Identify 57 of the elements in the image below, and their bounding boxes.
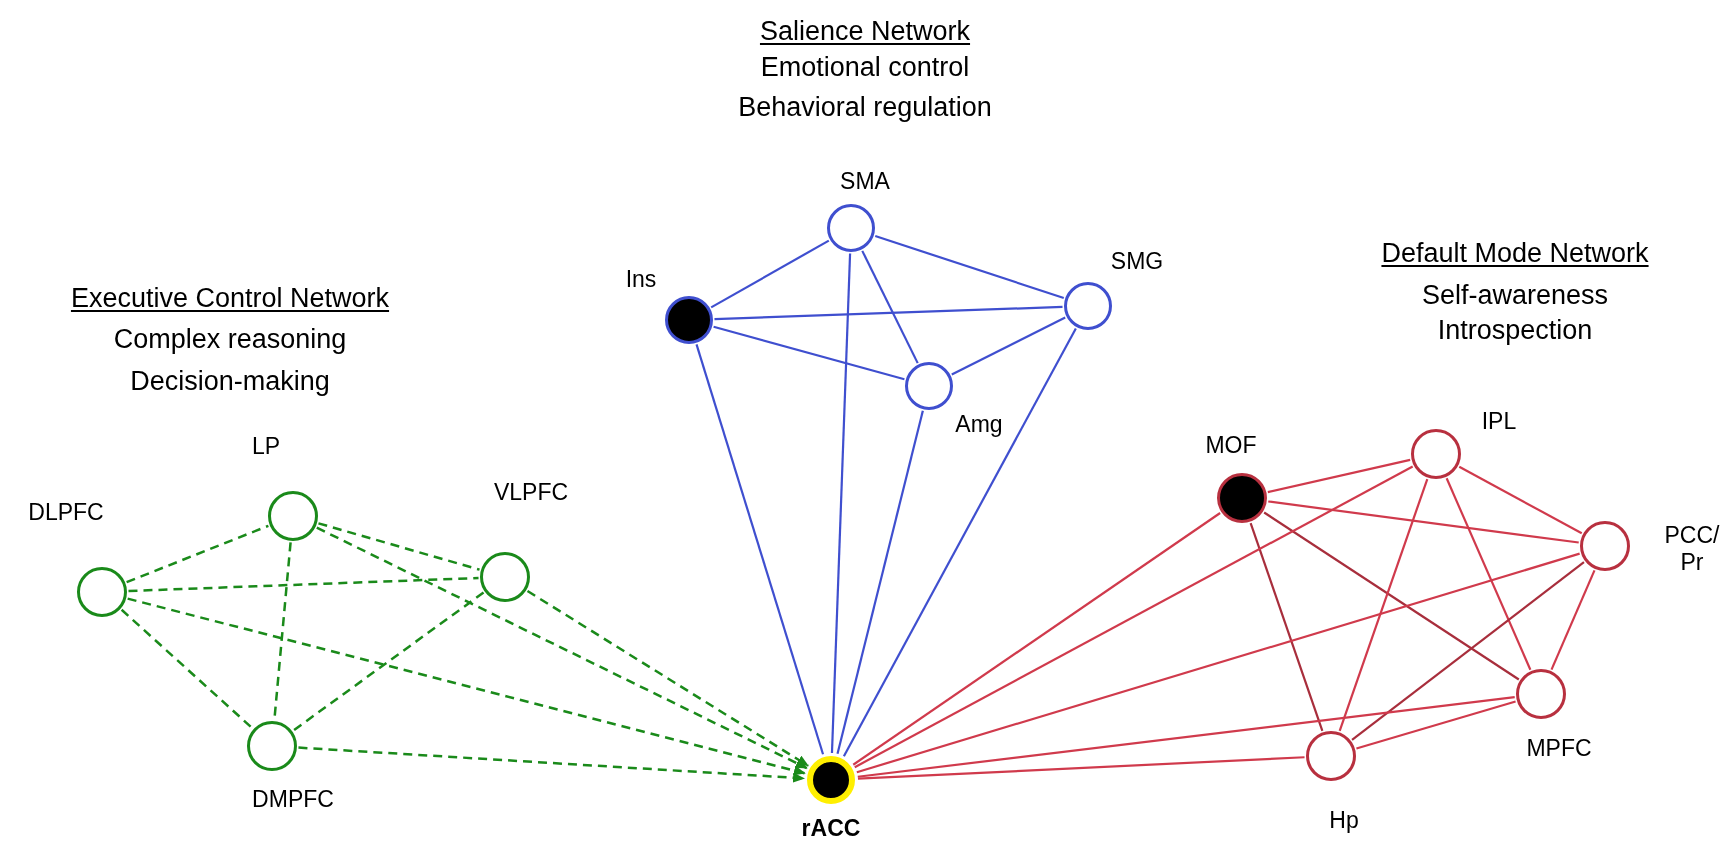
network-function: Decision-making bbox=[130, 365, 330, 397]
connector-line bbox=[856, 552, 1580, 774]
connector-line bbox=[713, 325, 905, 381]
connector-line bbox=[1249, 522, 1324, 732]
arrow bbox=[316, 526, 808, 770]
connector-line bbox=[1263, 511, 1520, 681]
node-label: DMPFC bbox=[251, 785, 335, 813]
connector-line bbox=[126, 524, 269, 584]
connector-line bbox=[714, 305, 1063, 321]
connector-line bbox=[857, 696, 1515, 778]
arrow bbox=[526, 589, 809, 767]
network-function: Introspection bbox=[1437, 314, 1593, 346]
connector-line bbox=[951, 316, 1066, 376]
node-label: Ins bbox=[624, 265, 658, 293]
connector-line bbox=[842, 327, 1077, 757]
node-label: SMG bbox=[1109, 247, 1165, 275]
network-function: Emotional control bbox=[760, 51, 970, 83]
arrow bbox=[127, 597, 806, 776]
node-label: MOF bbox=[1204, 431, 1258, 459]
connector-line bbox=[710, 239, 830, 309]
connector-line bbox=[1351, 561, 1585, 741]
connector-line bbox=[128, 576, 479, 593]
node-label: Amg bbox=[954, 410, 1004, 438]
network-function: Complex reasoning bbox=[113, 323, 347, 355]
connector-line bbox=[1338, 478, 1429, 732]
connector-line bbox=[830, 253, 852, 754]
node-label: PCC/ Pr bbox=[1663, 522, 1721, 576]
node-label: Hp bbox=[1328, 806, 1360, 834]
connector-line bbox=[852, 512, 1221, 766]
node-label: LP bbox=[250, 432, 282, 460]
node-label: SMA bbox=[839, 167, 891, 195]
node-label: rACC bbox=[800, 814, 862, 842]
connector-line bbox=[1458, 465, 1583, 535]
connector-line bbox=[874, 234, 1065, 300]
node-label: DLPFC bbox=[27, 498, 105, 526]
connector-line bbox=[120, 608, 254, 730]
network-title: Executive Control Network bbox=[70, 282, 390, 314]
connector-line bbox=[857, 756, 1305, 780]
connector-line bbox=[861, 250, 919, 364]
network-title: Salience Network bbox=[759, 15, 971, 47]
connector-line bbox=[1267, 458, 1411, 494]
node-label: IPL bbox=[1480, 407, 1518, 435]
connector-line bbox=[1268, 500, 1579, 544]
connector-line bbox=[1445, 477, 1532, 671]
network-function: Self-awareness bbox=[1421, 279, 1609, 311]
connector-line bbox=[1550, 569, 1596, 671]
connector-line bbox=[695, 344, 825, 755]
network-function: Behavioral regulation bbox=[738, 91, 992, 123]
connector-line bbox=[1356, 700, 1516, 750]
node-label: MPFC bbox=[1525, 734, 1593, 762]
node-label: VLPFC bbox=[492, 478, 570, 506]
connector-line bbox=[836, 410, 924, 755]
network-title: Default Mode Network bbox=[1381, 237, 1649, 269]
arrow bbox=[298, 746, 806, 783]
connector-line bbox=[292, 591, 485, 732]
connector-line bbox=[854, 465, 1414, 769]
connector-line bbox=[318, 522, 480, 571]
